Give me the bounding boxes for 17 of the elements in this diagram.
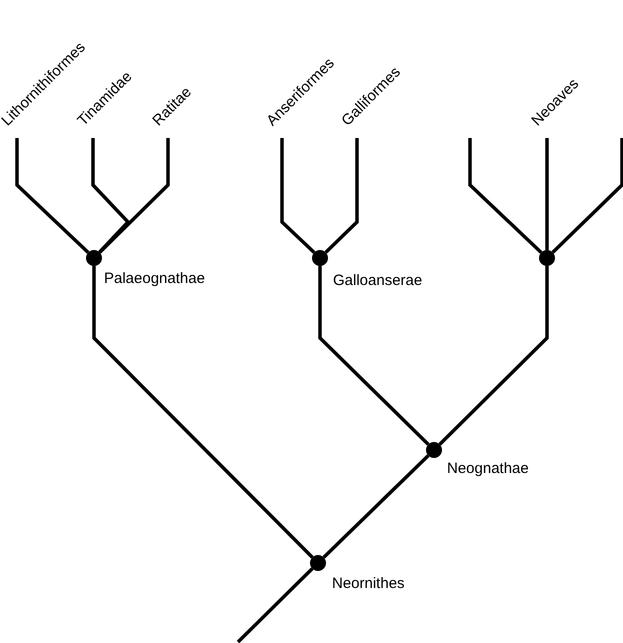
- clade-label: Neognathae: [447, 460, 529, 478]
- clade-label: Neornithes: [332, 575, 405, 593]
- tree-branch: [318, 266, 430, 446]
- tree-branch: [280, 138, 316, 254]
- tree-branch: [468, 138, 542, 254]
- tree-branch: [15, 138, 90, 254]
- tree-branch: [324, 138, 359, 254]
- tree-branch: [552, 138, 623, 254]
- tree-branch: [98, 138, 170, 254]
- tree-branch: [91, 138, 130, 254]
- tree-branch: [236, 567, 314, 643]
- tree-branch: [545, 138, 549, 250]
- clade-label: Palaeognathae: [104, 270, 205, 288]
- tree-branch: [322, 454, 430, 559]
- tree-branch: [92, 266, 314, 559]
- clade-label: Galloanserae: [333, 272, 422, 290]
- tree-branch: [438, 266, 549, 446]
